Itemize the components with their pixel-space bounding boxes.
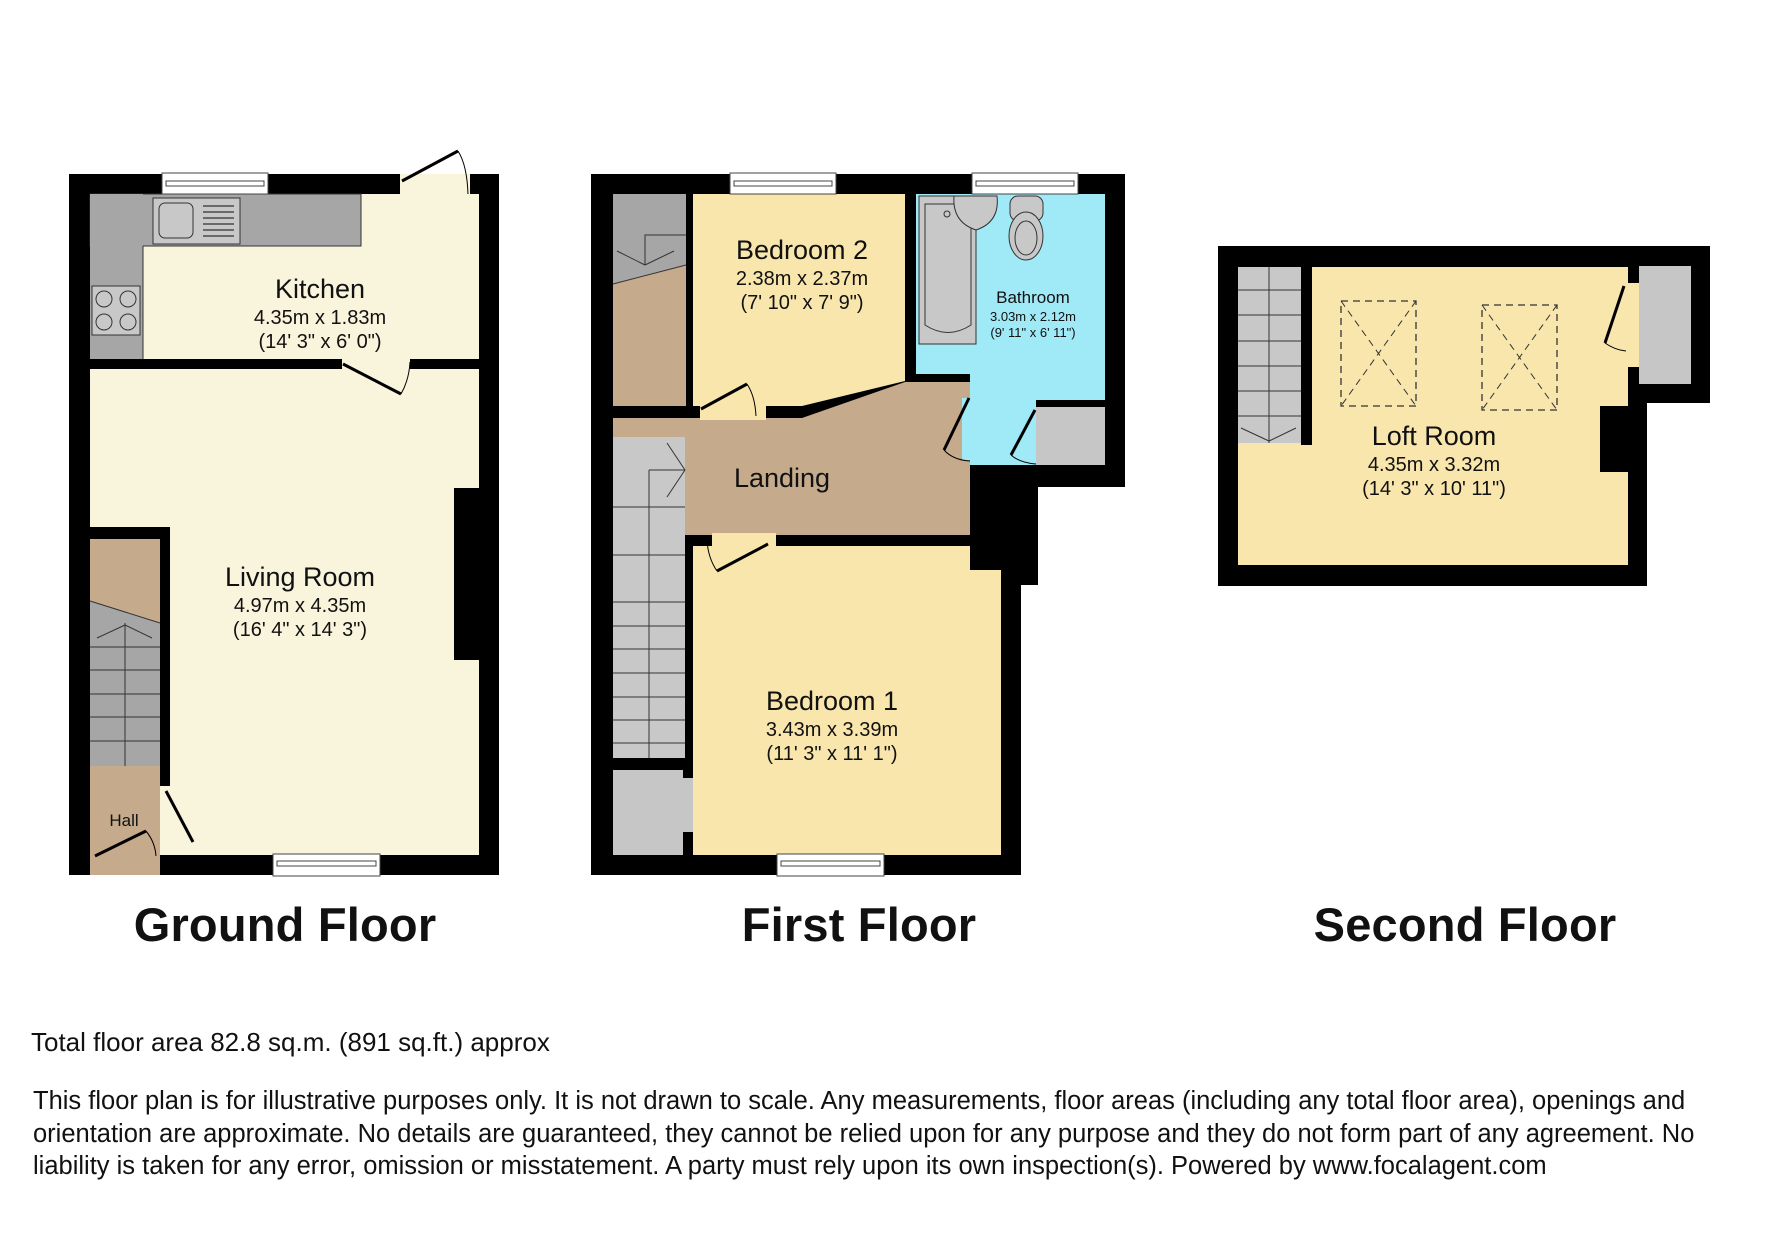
room-dimensions-metric: 3.03m x 2.12m <box>990 308 1076 324</box>
first-floor-plan <box>591 172 1125 877</box>
room-dimensions-metric: 4.97m x 4.35m <box>233 594 367 617</box>
window-icon <box>729 172 837 195</box>
room-name: Landing <box>733 463 831 493</box>
floor-title-ground: Ground Floor <box>133 898 437 951</box>
room-name: Hall <box>109 811 139 830</box>
room-dimensions-imperial: (9' 11" x 6' 11") <box>990 324 1076 340</box>
room-label-hall: Hall <box>109 811 138 832</box>
room-name: Living Room <box>224 562 376 592</box>
door-swing-icon <box>1009 409 1037 465</box>
room-label-bathroom: Bathroom 3.03m x 2.12m (9' 11" x 6' 11") <box>990 288 1076 340</box>
room-label-bedroom-2: Bedroom 2 2.38m x 2.37m (7' 10" x 7' 9") <box>736 234 868 316</box>
door-swing-icon <box>942 397 971 462</box>
room-dimensions-imperial: (14' 3" x 10' 11") <box>1362 478 1506 501</box>
room-dimensions-metric: 3.43m x 3.39m <box>765 718 899 741</box>
total-floor-area: Total floor area 82.8 sq.m. (891 sq.ft.)… <box>31 1027 550 1057</box>
room-dimensions-metric: 4.35m x 1.83m <box>253 306 387 329</box>
room-dimensions-metric: 2.38m x 2.37m <box>735 267 869 290</box>
skylight-icon <box>1340 300 1417 407</box>
second-floor-plan <box>1218 246 1710 586</box>
window-icon <box>161 172 269 195</box>
room-name: Bedroom 2 <box>735 235 869 265</box>
cupboard <box>613 770 683 855</box>
door-swing-icon <box>401 149 469 195</box>
bedroom-1-floor <box>693 546 1001 855</box>
room-name: Loft Room <box>1371 421 1497 451</box>
room-dimensions-imperial: (14' 3" x 6' 0") <box>258 331 382 354</box>
room-name: Kitchen <box>274 274 366 304</box>
airing-cupboard <box>1036 407 1105 465</box>
staircase-icon <box>612 234 687 285</box>
landing-floor <box>613 382 970 535</box>
room-label-bedroom-1: Bedroom 1 3.43m x 3.39m (11' 3" x 11' 1"… <box>766 685 898 767</box>
door-swing-icon <box>1603 285 1627 352</box>
floor-title-first: First Floor <box>741 898 977 951</box>
room-name: Bathroom <box>996 288 1070 307</box>
door-swing-icon <box>164 790 195 843</box>
room-label-loft-room: Loft Room 4.35m x 3.32m (14' 3" x 10' 11… <box>1362 420 1506 502</box>
front-door-swing-icon <box>94 829 157 858</box>
window-icon <box>776 853 885 877</box>
staircase-icon <box>1238 267 1301 443</box>
door-swing-icon <box>700 382 757 417</box>
staircase-icon <box>89 600 161 766</box>
toilet-icon <box>1008 195 1044 261</box>
room-label-kitchen: Kitchen 4.35m x 1.83m (14' 3" x 6' 0") <box>254 273 386 355</box>
door-swing-icon <box>342 361 411 396</box>
chimney-breast <box>454 488 479 660</box>
room-name: Bedroom 1 <box>765 686 899 716</box>
eaves-cupboard <box>1639 266 1691 384</box>
room-dimensions-imperial: (11' 3" x 11' 1") <box>766 743 898 766</box>
door-swing-icon <box>706 539 769 573</box>
room-dimensions-imperial: (7' 10" x 7' 9") <box>740 292 864 315</box>
staircase-icon <box>613 442 686 758</box>
window-icon <box>272 853 381 877</box>
sink-icon <box>152 197 241 245</box>
window-icon <box>971 172 1079 195</box>
ground-floor-plan <box>69 149 499 877</box>
bedroom-2-floor <box>693 194 905 406</box>
disclaimer-text: This floor plan is for illustrative purp… <box>33 1087 1695 1180</box>
floor-title-second: Second Floor <box>1313 898 1617 951</box>
basin-icon <box>953 195 998 231</box>
room-label-landing: Landing <box>734 462 830 495</box>
room-label-living-room: Living Room 4.97m x 4.35m (16' 4" x 14' … <box>225 561 375 643</box>
skylight-icon <box>1481 304 1558 411</box>
staircase <box>1238 267 1310 443</box>
hob-icon <box>91 285 141 336</box>
room-dimensions-metric: 4.35m x 3.32m <box>1367 453 1501 476</box>
room-dimensions-imperial: (16' 4" x 14' 3") <box>232 619 368 642</box>
